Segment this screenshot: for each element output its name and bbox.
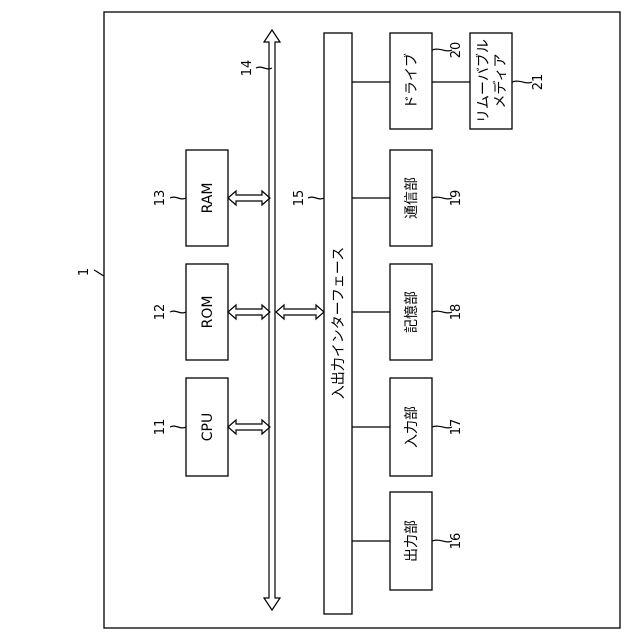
system-ref-leader: [94, 270, 104, 276]
cpu-bus-arrow: [228, 420, 270, 434]
bus-arrow: [264, 30, 280, 610]
rom-label: ROM: [200, 296, 216, 329]
io-interface-ref: 15: [292, 190, 307, 207]
bus-io-arrow: [276, 305, 324, 319]
storage-unit-label: 記憶部: [403, 291, 420, 333]
output-unit-label: 出力部: [404, 520, 420, 562]
communication-unit-label: 通信部: [404, 177, 420, 219]
io-interface-label: 入出力インターフェース: [331, 247, 347, 399]
ram-label: RAM: [200, 183, 216, 214]
cpu-ref-leader: [170, 426, 186, 428]
ram-ref: 13: [153, 190, 168, 207]
system-ref-number: 1: [77, 268, 92, 276]
removable-media-label-line1: リムーバブル: [475, 39, 492, 123]
io-interface-ref-leader: [308, 197, 324, 199]
drive-label: ドライブ: [403, 53, 420, 109]
cpu-ref: 11: [153, 419, 168, 436]
ram-ref-leader: [170, 197, 186, 199]
rom-ref-leader: [170, 311, 186, 313]
removable-media-ref: 21: [531, 74, 546, 91]
removable-media-ref-leader: [512, 81, 532, 83]
rom-bus-arrow: [228, 305, 270, 319]
rom-ref: 12: [153, 304, 168, 321]
bus-ref: 14: [240, 60, 255, 77]
input-unit-label: 入力部: [404, 406, 420, 448]
ram-bus-arrow: [228, 191, 270, 205]
removable-media-label-line2: メディア: [492, 53, 509, 108]
cpu-label: CPU: [200, 413, 216, 441]
system-frame: [104, 12, 620, 628]
